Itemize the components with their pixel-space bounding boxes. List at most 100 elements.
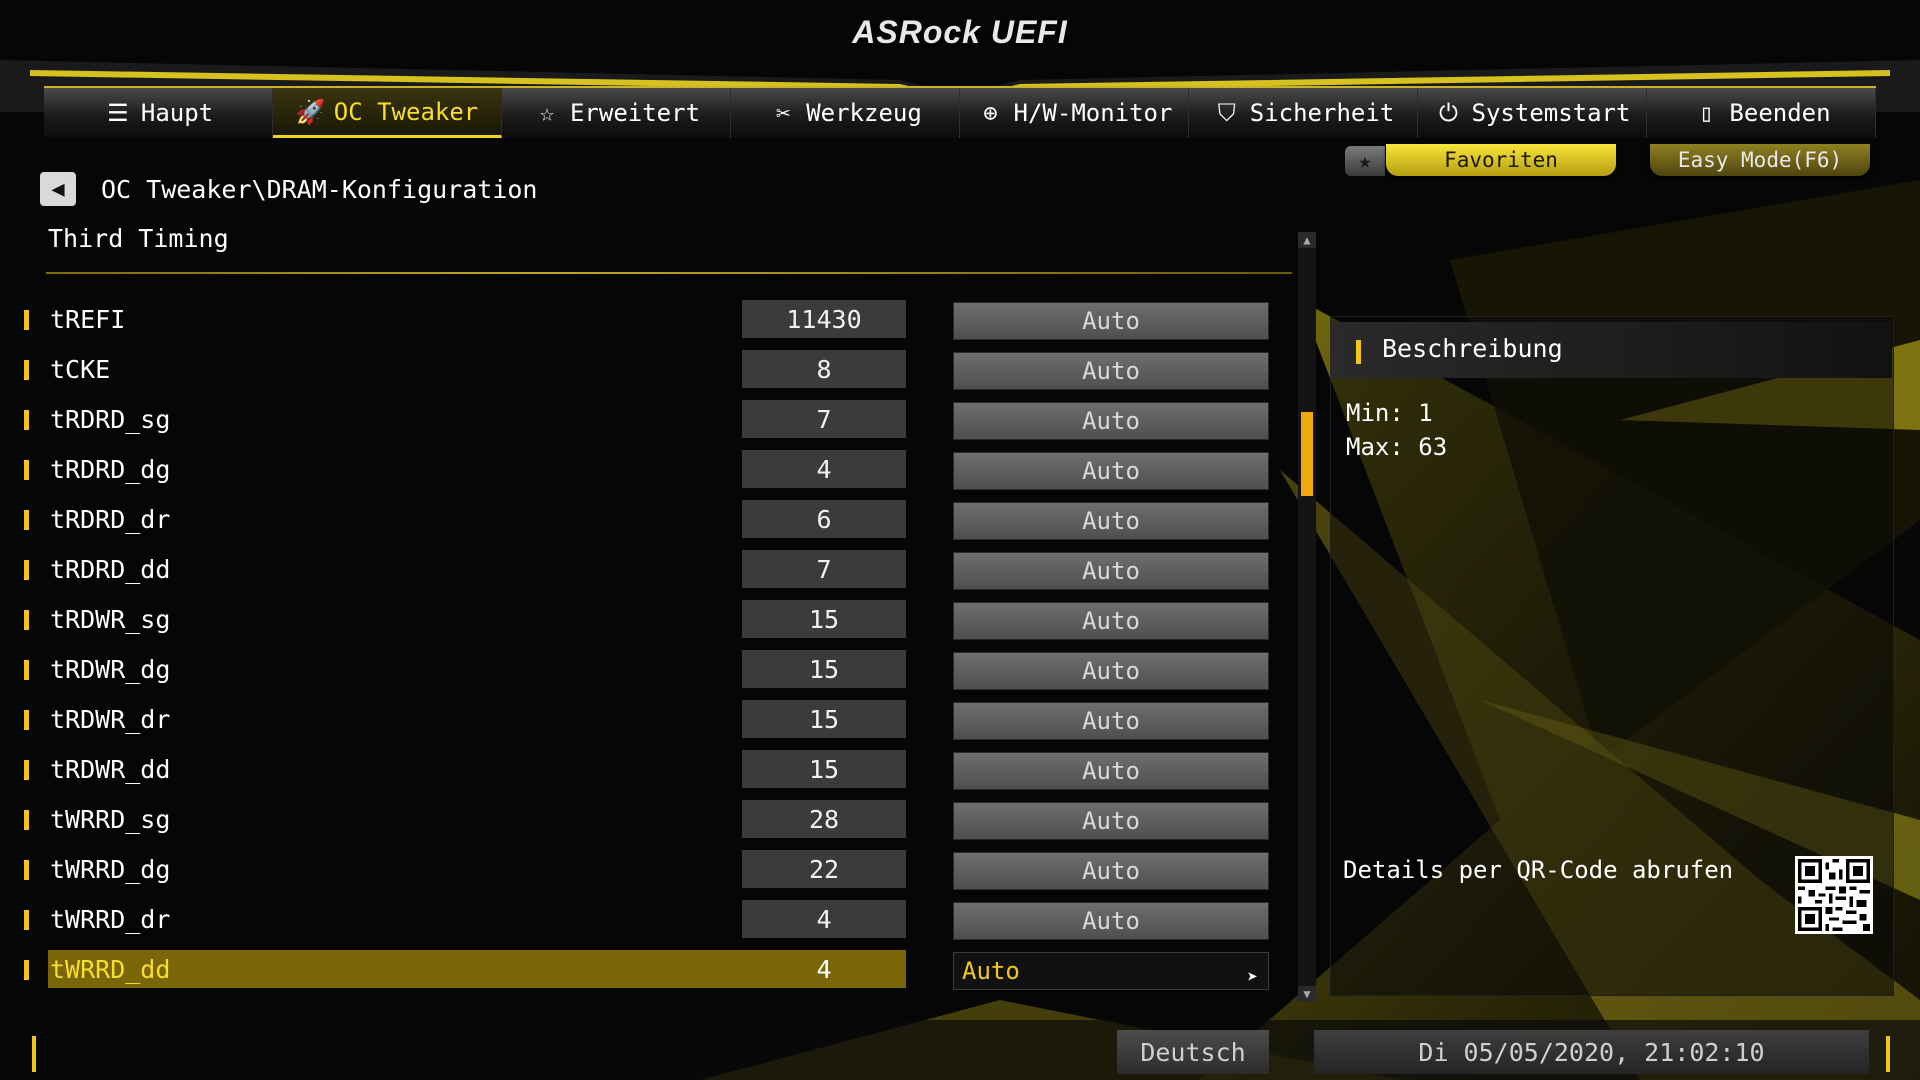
setting-mode-select[interactable]: Auto — [953, 502, 1269, 540]
breadcrumb: OC Tweaker\DRAM-Konfiguration — [101, 175, 538, 204]
setting-mode-select[interactable]: Auto — [953, 902, 1269, 940]
row-marker — [24, 710, 29, 730]
back-arrow-icon[interactable]: ◀ — [40, 172, 76, 206]
favorites-star-icon[interactable]: ★ — [1345, 146, 1385, 176]
row-marker — [24, 460, 29, 480]
tab-label: OC Tweaker — [333, 97, 479, 126]
tab-label: Systemstart — [1471, 99, 1631, 127]
scroll-down-icon[interactable]: ▼ — [1298, 986, 1316, 1002]
setting-mode-select[interactable]: Auto — [953, 602, 1269, 640]
section-divider — [46, 272, 1292, 274]
setting-mode-select[interactable]: Auto — [953, 452, 1269, 490]
scrollbar-thumb[interactable] — [1301, 412, 1313, 496]
favorites-button[interactable]: Favoriten — [1386, 144, 1616, 176]
tab-beenden[interactable]: ▯ Beenden — [1647, 88, 1876, 138]
description-body: Min: 1 Max: 63 — [1346, 396, 1447, 464]
tab-label: H/W-Monitor — [1013, 99, 1173, 127]
setting-row-twrrd-dd[interactable]: tWRRD_dd 4 Auto ➤ — [0, 950, 1300, 1000]
setting-current-value: 4 — [742, 450, 906, 488]
settings-scrollbar[interactable]: ▲ ▼ — [1298, 232, 1316, 1002]
exit-door-icon: ▯ — [1699, 99, 1714, 127]
power-icon: ⏻ — [1439, 99, 1458, 127]
setting-name: tWRRD_dr — [50, 905, 171, 934]
setting-name: tWRRD_dg — [50, 855, 171, 884]
tab-label: Beenden — [1729, 99, 1831, 127]
row-marker — [24, 960, 29, 980]
setting-row-trdrd-dd[interactable]: tRDRD_dd 7 Auto — [0, 550, 1300, 600]
description-header: Beschreibung — [1330, 322, 1892, 378]
rocket-icon: 🚀 — [295, 97, 326, 126]
setting-name: tRDWR_dr — [50, 705, 171, 734]
setting-row-tcke[interactable]: tCKE 8 Auto — [0, 350, 1300, 400]
tab-sicherheit[interactable]: ⛉ Sicherheit — [1189, 88, 1418, 138]
qr-code-icon — [1795, 856, 1873, 934]
row-marker — [24, 860, 29, 880]
setting-name: tRDRD_dd — [50, 555, 171, 584]
setting-name: tWRRD_dd — [50, 955, 171, 984]
setting-row-trdwr-dd[interactable]: tRDWR_dd 15 Auto — [0, 750, 1300, 800]
setting-mode-select[interactable]: Auto — [953, 302, 1269, 340]
setting-current-value: 7 — [742, 400, 906, 438]
tab-werkzeug[interactable]: ✂ Werkzeug — [731, 88, 960, 138]
tab-label: Erweitert — [569, 99, 701, 127]
row-marker — [24, 410, 29, 430]
setting-current-value: 8 — [742, 350, 906, 388]
setting-name: tRDWR_dd — [50, 755, 171, 784]
setting-row-trdrd-dg[interactable]: tRDRD_dg 4 Auto — [0, 450, 1300, 500]
footer-marker-right — [1886, 1036, 1890, 1072]
scroll-up-icon[interactable]: ▲ — [1298, 232, 1316, 248]
crosshair-icon: ⊕ — [983, 99, 998, 127]
star-icon: ☆ — [539, 99, 555, 127]
asrock-uefi-logo: ASRock UEFI — [852, 14, 1068, 50]
setting-mode-select[interactable]: Auto — [953, 802, 1269, 840]
description-title: Beschreibung — [1382, 334, 1563, 363]
setting-current-value: 4 — [742, 900, 906, 938]
setting-mode-select[interactable]: Auto — [953, 852, 1269, 890]
setting-mode-select[interactable]: Auto ➤ — [953, 952, 1269, 990]
easy-mode-button[interactable]: Easy Mode(F6) — [1650, 144, 1870, 176]
description-marker — [1356, 340, 1361, 364]
list-icon: ☰ — [107, 99, 129, 127]
setting-current-value: 7 — [742, 550, 906, 588]
setting-current-value: 4 — [816, 954, 832, 984]
setting-row-trefi[interactable]: tREFI 11430 Auto — [0, 300, 1300, 350]
row-marker — [24, 610, 29, 630]
setting-mode-label: Auto — [962, 957, 1020, 985]
setting-row-trdwr-sg[interactable]: tRDWR_sg 15 Auto — [0, 600, 1300, 650]
setting-mode-select[interactable]: Auto — [953, 652, 1269, 690]
row-marker — [24, 810, 29, 830]
setting-row-trdrd-dr[interactable]: tRDRD_dr 6 Auto — [0, 500, 1300, 550]
language-button[interactable]: Deutsch — [1117, 1030, 1269, 1074]
tab-erweitert[interactable]: ☆ Erweitert — [502, 88, 731, 138]
setting-name: tRDRD_dr — [50, 505, 171, 534]
setting-row-trdwr-dg[interactable]: tRDWR_dg 15 Auto — [0, 650, 1300, 700]
tab-label: Haupt — [140, 99, 214, 127]
selection-highlight — [48, 950, 906, 988]
setting-name: tWRRD_sg — [50, 805, 171, 834]
setting-name: tREFI — [50, 305, 126, 334]
setting-mode-select[interactable]: Auto — [953, 352, 1269, 390]
timing-settings-list: tREFI 11430 Auto tCKE 8 Auto tRDRD_sg 7 … — [0, 300, 1300, 1000]
setting-mode-select[interactable]: Auto — [953, 402, 1269, 440]
setting-name: tCKE — [50, 355, 111, 384]
setting-row-twrrd-dg[interactable]: tWRRD_dg 22 Auto — [0, 850, 1300, 900]
tab-label: Sicherheit — [1249, 99, 1395, 127]
setting-mode-select[interactable]: Auto — [953, 752, 1269, 790]
tab-oc-tweaker[interactable]: 🚀 OC Tweaker — [273, 88, 502, 138]
setting-current-value: 15 — [742, 650, 906, 688]
description-min: Min: 1 — [1346, 399, 1433, 427]
setting-mode-select[interactable]: Auto — [953, 552, 1269, 590]
tab-haupt[interactable]: ☰ Haupt — [44, 88, 273, 138]
tab-systemstart[interactable]: ⏻ Systemstart — [1418, 88, 1647, 138]
setting-row-trdrd-sg[interactable]: tRDRD_sg 7 Auto — [0, 400, 1300, 450]
mouse-cursor-icon: ➤ — [1247, 967, 1258, 988]
row-marker — [24, 760, 29, 780]
setting-row-twrrd-dr[interactable]: tWRRD_dr 4 Auto — [0, 900, 1300, 950]
setting-row-trdwr-dr[interactable]: tRDWR_dr 15 Auto — [0, 700, 1300, 750]
setting-mode-select[interactable]: Auto — [953, 702, 1269, 740]
tab-hw-monitor[interactable]: ⊕ H/W-Monitor — [960, 88, 1189, 138]
setting-row-twrrd-sg[interactable]: tWRRD_sg 28 Auto — [0, 800, 1300, 850]
setting-name: tRDWR_dg — [50, 655, 171, 684]
setting-current-value: 6 — [742, 500, 906, 538]
setting-name: tRDRD_dg — [50, 455, 171, 484]
